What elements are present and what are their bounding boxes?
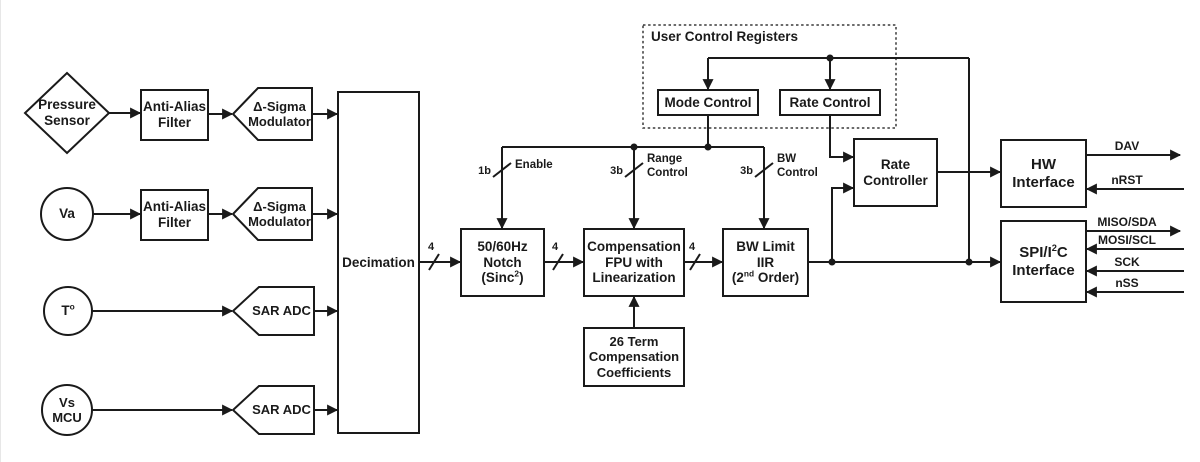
bus-slash-range: [624, 162, 644, 178]
junction-dot: [965, 258, 973, 266]
fpu-box: [583, 228, 685, 297]
wire-rate-control-to-rate-controller: [829, 115, 855, 163]
vs-mcu-source-shape: [41, 384, 93, 436]
hw-interface-box: [1000, 139, 1087, 208]
bus-slash-4b: [552, 253, 564, 271]
anti-alias-filter-1-box: [140, 89, 209, 141]
mode-control-box: [657, 89, 759, 116]
bus-slash-enable: [492, 162, 512, 178]
delta-sigma-modulator-2-shape: [231, 187, 313, 241]
junction-dot: [828, 258, 836, 266]
sar-adc-2-shape: [231, 385, 315, 435]
va-source-shape: [40, 187, 94, 241]
rate-controller-box: [853, 138, 938, 207]
delta-sigma-modulator-1-shape: [231, 87, 313, 141]
junction-dot: [826, 54, 834, 62]
bus-slash-bw: [754, 162, 774, 178]
wire-data-to-rate-controller: [831, 182, 855, 262]
decimation-box: [337, 91, 420, 434]
rate-control-box: [779, 89, 881, 116]
pressure-sensor-shape: [23, 71, 111, 155]
coefficients-box: [583, 327, 685, 387]
temp-source-shape: [43, 286, 93, 336]
junction-dot: [704, 143, 712, 151]
anti-alias-filter-2-box: [140, 189, 209, 241]
bus-slash-4a: [428, 253, 440, 271]
iir-box: [722, 228, 809, 297]
bus-slash-4c: [689, 253, 701, 271]
junction-dot: [630, 143, 638, 151]
notch-box: [460, 228, 545, 297]
sar-adc-1-shape: [231, 286, 315, 336]
spi-i2c-interface-box: [1000, 220, 1087, 303]
